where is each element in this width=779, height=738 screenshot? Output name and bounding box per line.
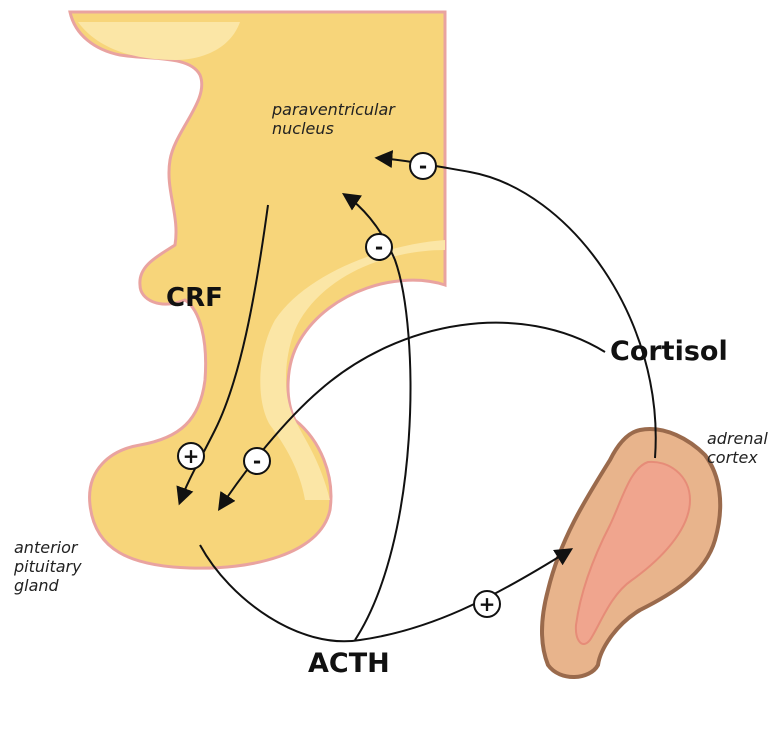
sign-cortisol-pvn: -	[410, 153, 436, 179]
svg-text:-: -	[419, 154, 427, 178]
sign-crf-pituitary: +	[178, 443, 204, 469]
label-cortex: cortex	[707, 448, 758, 467]
sign-acth-pvn: -	[366, 234, 392, 260]
label-acth: ACTH	[308, 648, 390, 679]
label-adrenal: adrenal	[707, 429, 768, 448]
label-crf: CRF	[166, 283, 223, 313]
svg-text:+: +	[479, 592, 496, 616]
label-paraventricular: paraventricular	[271, 100, 396, 119]
label-cortisol: Cortisol	[610, 336, 728, 367]
label-pituitary: pituitary	[13, 557, 82, 576]
label-nucleus: nucleus	[272, 119, 334, 138]
svg-text:-: -	[253, 449, 261, 473]
label-gland: gland	[14, 576, 60, 595]
hypothalamus-region	[70, 12, 445, 568]
sign-acth-adrenal: +	[474, 591, 500, 617]
svg-text:+: +	[183, 444, 200, 468]
svg-text:-: -	[375, 235, 383, 259]
adrenal-gland	[542, 429, 720, 677]
label-anterior: anterior	[14, 538, 79, 557]
hypothalamus-pituitary-tissue	[70, 12, 445, 568]
sign-cortisol-pituitary: -	[244, 448, 270, 474]
